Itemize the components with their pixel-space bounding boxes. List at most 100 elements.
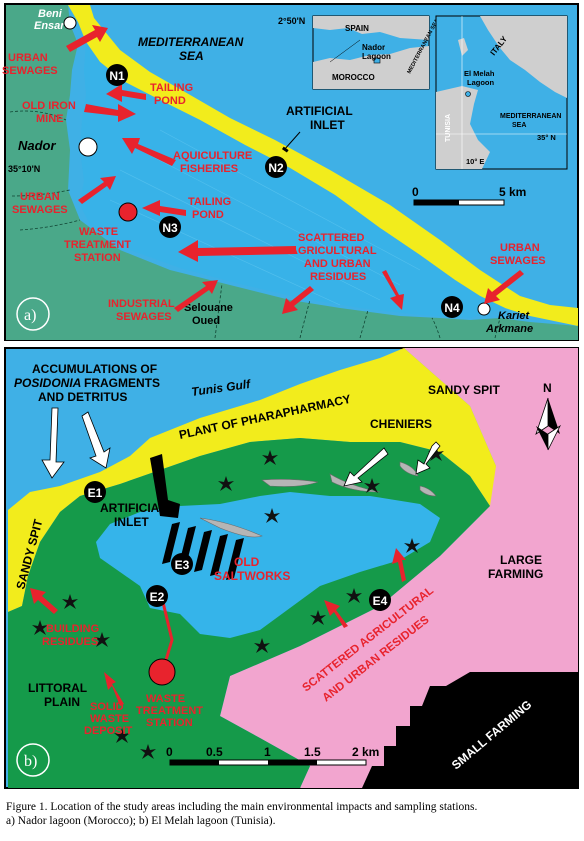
waste-b-1: WASTE	[146, 693, 185, 705]
scale-bar-b: 0 0.5 1 1.5 2 km	[166, 745, 379, 766]
waste-b-2: TREATMENT	[136, 705, 203, 717]
accum-label-1: ACCUMULATIONS OF	[32, 362, 157, 376]
impact-waste-3: STATION	[74, 252, 121, 264]
map-el-melah-lagoon: ACCUMULATIONS OF POSIDONIA FRAGMENTS AND…	[4, 347, 579, 789]
town-selouane-1: Selouane	[184, 302, 233, 314]
impact-tailing-pond-1b: POND	[154, 95, 186, 107]
impact-scattered-4: RESIDUES	[310, 271, 366, 283]
station-e4: E4	[373, 594, 388, 608]
impact-industrial-2: SEWAGES	[116, 311, 172, 323]
scale-b-0: 0	[166, 745, 173, 759]
waste-b-3: STATION	[146, 717, 193, 729]
scale-b-15: 1.5	[304, 745, 321, 759]
impact-urban-sewages-3a: URBAN	[500, 242, 540, 254]
artificial-inlet-leader	[283, 131, 301, 151]
waste-treatment-marker	[118, 202, 138, 222]
town-beni-ensar-marker	[63, 16, 77, 30]
map-nador-lagoon: Beni Ensar MEDITERRANEAN SEA 2°50'N URBA…	[2, 3, 579, 341]
town-nador-marker	[78, 137, 98, 157]
inset2-lon: 10° E	[466, 157, 484, 166]
north-arrow: N	[535, 381, 562, 451]
impact-waste-2: TREATMENT	[64, 239, 131, 251]
solid-waste-2: WASTE	[90, 713, 129, 725]
inset2-med-1: MEDITERRANEAN	[500, 113, 561, 120]
large-farming-1: LARGE	[500, 553, 542, 567]
station-e2: E2	[150, 590, 165, 604]
inset-morocco: SPAIN Nador Lagoon MOROCCO MEDITERRANEAN…	[312, 15, 440, 90]
inset1-nador-1: Nador	[362, 43, 385, 52]
impact-aquiculture-1: AQUICULTURE	[173, 150, 252, 162]
sandy-spit-ne-label: SANDY SPIT	[428, 383, 500, 397]
old-saltworks-2: SALTWORKS	[214, 569, 290, 583]
panel-label-a-circle	[16, 297, 50, 331]
artificial-inlet-b-2: INLET	[114, 515, 149, 529]
accum-label-2: POSIDONIA	[14, 376, 81, 390]
impact-tailing-pond-2a: TAILING	[188, 196, 231, 208]
impact-urban-sewages-1b: SEWAGES	[2, 65, 58, 77]
inset-tunisia: ITALY El Melah Lagoon MEDITERRANEAN SEA …	[435, 15, 568, 170]
impact-arrows-a	[66, 25, 524, 314]
building-residues-2: RESIDUES	[42, 636, 98, 648]
white-arrows	[41, 407, 441, 487]
scale-b-05: 0.5	[206, 745, 223, 759]
stations-b: E1 E2 E3 E4	[84, 481, 391, 611]
town-kariet-2: Arkmane	[485, 323, 533, 335]
town-selouane-2: Oued	[192, 315, 220, 327]
scale-bar-a: 0 5 km	[412, 185, 526, 206]
station-n1: N1	[109, 69, 125, 83]
pharapharmacy-plant	[150, 454, 180, 518]
artificial-inlet-b-1: ARTIFICIAL	[100, 501, 167, 515]
station-n3: N3	[162, 221, 178, 235]
artificial-inlet-mark	[281, 146, 289, 153]
land-area	[6, 5, 578, 340]
station-e1: E1	[88, 486, 103, 500]
scale-b-2: 2 km	[352, 745, 379, 759]
panel-label-a: a)	[24, 307, 36, 324]
waste-treatment-marker-b	[148, 658, 176, 686]
impact-tailing-pond-1a: TAILING	[150, 82, 193, 94]
impact-industrial-1: INDUSTRIAL	[108, 298, 175, 310]
impact-scattered-3: AND URBAN	[304, 258, 371, 270]
inset2-tunisia: TUNISIA	[445, 114, 452, 142]
town-kariet-marker	[477, 302, 491, 316]
caption-line-1: Figure 1. Location of the study areas in…	[6, 801, 478, 813]
scale-a-0: 0	[412, 185, 419, 199]
artificial-inlet-2: INLET	[310, 118, 345, 132]
station-e3: E3	[175, 558, 190, 572]
sandy-spit	[8, 348, 496, 612]
town-kariet-1: Kariet	[498, 310, 531, 322]
scale-a-5: 5 km	[499, 185, 526, 199]
panel-label-b: b)	[24, 753, 37, 770]
impact-waste-1: WASTE	[79, 226, 118, 238]
old-saltworks-1: OLD	[234, 555, 260, 569]
station-n2: N2	[268, 161, 284, 175]
impact-aquiculture-2: FISHERIES	[180, 163, 238, 175]
impact-urban-sewages-1a: URBAN	[8, 52, 48, 64]
impact-scattered-2: AGRICULTURAL	[290, 245, 377, 257]
impact-old-iron-1: OLD IRON	[22, 100, 76, 112]
inset2-melah-2: Lagoon	[467, 78, 494, 87]
cheniers-label: CHENIERS	[370, 417, 432, 431]
sea-label-2: SEA	[179, 49, 204, 63]
panel-label-b-circle	[16, 743, 50, 777]
waste-pipe	[160, 597, 174, 661]
inset2-melah-1: El Melah	[464, 69, 495, 78]
impact-scattered-1: SCATTERED	[298, 232, 364, 244]
palm-trees	[32, 446, 444, 759]
town-beni-ensar-2: Ensar	[34, 20, 65, 32]
accum-label-3: AND DETRITUS	[38, 390, 127, 404]
solid-waste-3: DEPOSIT	[84, 725, 133, 737]
littoral-plain-2: PLAIN	[44, 695, 80, 709]
littoral-plain-1: LITTORAL	[28, 681, 87, 695]
el-melah-lagoon	[96, 492, 440, 638]
figure-caption: Figure 1. Location of the study areas in…	[6, 800, 578, 828]
town-beni-ensar-1: Beni	[38, 8, 63, 20]
caption-line-2: a) Nador lagoon (Morocco); b) El Melah l…	[6, 815, 276, 827]
solid-waste-1: SOLID	[90, 701, 124, 713]
large-farming-2: FARMING	[488, 567, 543, 581]
lat-label-top: 2°50'N	[278, 16, 305, 26]
impact-urban-sewages-2a: URBAN	[20, 191, 60, 203]
artificial-inlet-1: ARTIFICIAL	[286, 104, 353, 118]
accum-label-2b: FRAGMENTS	[84, 376, 160, 390]
impact-old-iron-2: MINE	[36, 113, 64, 125]
